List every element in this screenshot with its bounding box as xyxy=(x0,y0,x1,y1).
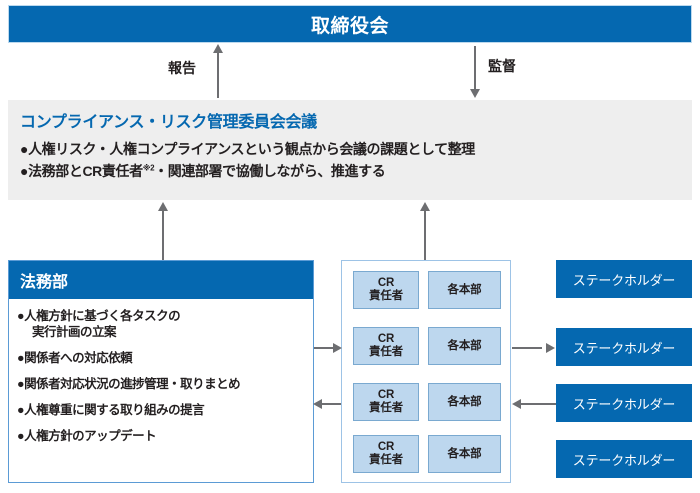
cr-officer-line1: CR xyxy=(377,277,395,290)
cr-officer-line1: CR xyxy=(377,389,395,402)
committee-bullet-2-text: 法務部とCR責任者 xyxy=(28,162,143,179)
cr-officer-line2: 責任者 xyxy=(369,402,403,414)
cr-row: CR 責任者 各本部 xyxy=(353,435,501,473)
cr-to-committee-arrow-head xyxy=(420,202,430,211)
cr-row: CR 責任者 各本部 xyxy=(353,383,501,421)
report-arrow-head xyxy=(213,44,223,53)
cr-to-committee-line xyxy=(424,210,426,260)
legal-to-cr-line xyxy=(314,347,334,349)
compliance-risk-committee-panel: コンプライアンス・リスク管理委員会会議 ●人権リスク・人権コンプライアンスという… xyxy=(8,100,692,200)
legal-bullet-1-marker: ● xyxy=(17,309,25,323)
stakeholder-label: ステークホルダー xyxy=(572,396,676,412)
report-arrow-line xyxy=(217,52,219,98)
legal-to-committee-line xyxy=(162,210,164,260)
division-chip: 各本部 xyxy=(428,271,501,309)
division-label: 各本部 xyxy=(447,283,482,296)
stakeholder-to-cr-arrow-head xyxy=(512,399,521,409)
board-of-directors-label: 取締役会 xyxy=(310,15,389,37)
legal-to-committee-arrow-head xyxy=(158,202,168,211)
legal-department-header-label: 法務部 xyxy=(20,274,69,291)
division-label: 各本部 xyxy=(447,447,482,460)
stakeholder-label: ステークホルダー xyxy=(572,452,676,468)
division-chip: 各本部 xyxy=(428,435,501,473)
legal-bullet-3-line1: 関係者対応状況の進捗管理・取りまとめ xyxy=(24,377,241,391)
cr-to-stakeholder-line xyxy=(512,347,542,349)
cr-officer-line1: CR xyxy=(377,441,395,454)
cr-officer-line2: 責任者 xyxy=(369,290,403,302)
division-chip: 各本部 xyxy=(428,327,501,365)
committee-bullet-1-text: 人権リスク・人権コンプライアンスという観点から会議の課題として整理 xyxy=(28,141,475,157)
legal-bullet-2: ●関係者への対応依頼 xyxy=(17,350,307,366)
legal-bullet-5-marker: ● xyxy=(17,429,25,443)
legal-bullet-3-marker: ● xyxy=(17,377,25,391)
stakeholder-box: ステークホルダー xyxy=(556,384,692,422)
cr-officer-chip: CR 責任者 xyxy=(353,435,419,473)
stakeholder-box: ステークホルダー xyxy=(556,328,692,366)
cr-officer-chip: CR 責任者 xyxy=(353,271,419,309)
cr-officer-line2: 責任者 xyxy=(369,346,403,358)
legal-to-cr-arrow-head xyxy=(333,343,342,353)
committee-bullet-2-text-after: ・関連部署で協働しながら、推進する xyxy=(154,162,386,179)
legal-bullet-5: ●人権方針のアップデート xyxy=(17,428,307,444)
division-chip: 各本部 xyxy=(428,383,501,421)
supervision-arrow-head xyxy=(470,89,480,98)
legal-bullet-1-line1: 人権方針に基づく各タスクの xyxy=(24,309,181,323)
cr-officers-panel: CR 責任者 各本部 CR 責任者 各本部 CR 責任者 各本部 xyxy=(341,260,511,483)
committee-bullet-2-footnote-marker: ※2 xyxy=(142,163,155,173)
legal-bullet-5-line1: 人権方針のアップデート xyxy=(24,429,157,443)
cr-officer-chip: CR 責任者 xyxy=(353,383,419,421)
legal-bullet-1: ●人権方針に基づく各タスクの 実行計画の立案 xyxy=(17,308,307,340)
legal-department-body: ●人権方針に基づく各タスクの 実行計画の立案 ●関係者への対応依頼 ●関係者対応… xyxy=(9,299,313,444)
committee-bullet-2-marker: ● xyxy=(20,162,29,179)
legal-bullet-4: ●人権尊重に関する取り組みの提言 xyxy=(17,402,307,418)
committee-bullet-1: ●人権リスク・人権コンプライアンスという観点から会議の課題として整理 xyxy=(20,139,680,161)
legal-bullet-4-marker: ● xyxy=(17,403,25,417)
legal-bullet-1-line2: 実行計画の立案 xyxy=(32,325,117,339)
stakeholder-to-cr-line xyxy=(521,403,556,405)
division-label: 各本部 xyxy=(447,339,482,352)
stakeholder-label: ステークホルダー xyxy=(572,340,676,356)
report-flow-label: 報告 xyxy=(168,60,196,76)
legal-bullet-2-line1: 関係者への対応依頼 xyxy=(24,351,133,365)
cr-officer-chip: CR 責任者 xyxy=(353,327,419,365)
board-of-directors-banner: 取締役会 xyxy=(8,5,692,43)
cr-to-stakeholder-arrow-head xyxy=(546,343,555,353)
legal-bullet-4-line1: 人権尊重に関する取り組みの提言 xyxy=(24,403,205,417)
committee-bullet-1-marker: ● xyxy=(20,141,29,157)
legal-bullet-2-marker: ● xyxy=(17,351,25,365)
stakeholder-box: ステークホルダー xyxy=(556,260,692,298)
cr-officer-line2: 責任者 xyxy=(369,454,403,466)
legal-bullet-3: ●関係者対応状況の進捗管理・取りまとめ xyxy=(17,376,307,392)
stakeholder-box: ステークホルダー xyxy=(556,440,692,478)
cr-officer-line1: CR xyxy=(377,333,395,346)
legal-department-header: 法務部 xyxy=(9,261,313,299)
cr-to-legal-line xyxy=(322,403,341,405)
legal-department-box: 法務部 ●人権方針に基づく各タスクの 実行計画の立案 ●関係者への対応依頼 ●関… xyxy=(8,260,314,483)
committee-title: コンプライアンス・リスク管理委員会会議 xyxy=(20,114,317,131)
committee-bullet-2: ●法務部とCR責任者※2・関連部署で協働しながら、推進する xyxy=(20,161,680,183)
division-label: 各本部 xyxy=(447,395,482,408)
cr-to-legal-arrow-head xyxy=(313,399,322,409)
cr-row: CR 責任者 各本部 xyxy=(353,271,501,309)
supervision-flow-label: 監督 xyxy=(488,58,516,74)
stakeholder-label: ステークホルダー xyxy=(572,272,676,288)
supervision-arrow-line xyxy=(474,46,476,90)
cr-row: CR 責任者 各本部 xyxy=(353,327,501,365)
